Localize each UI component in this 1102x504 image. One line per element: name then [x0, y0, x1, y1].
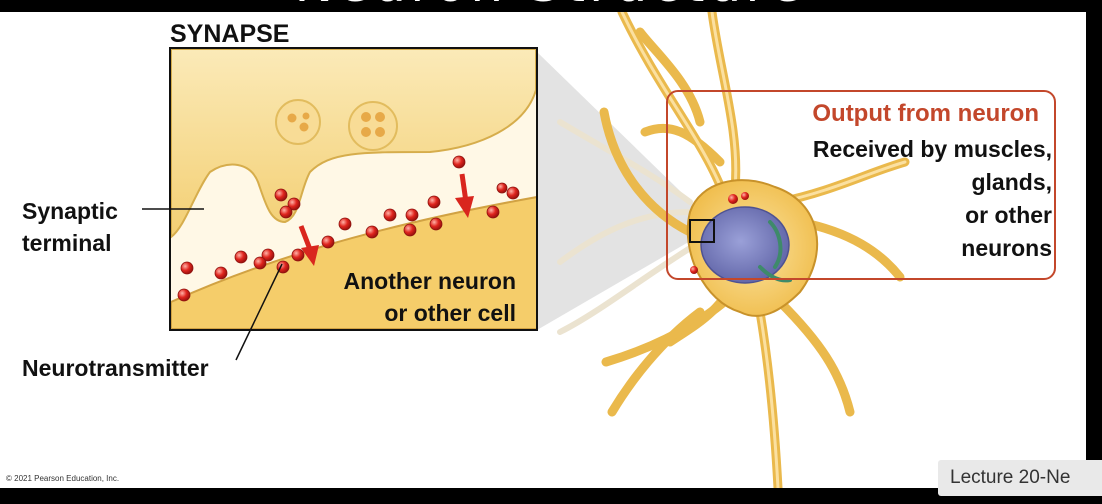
zoom-marker	[689, 219, 715, 243]
output-description: Received by muscles, glands, or other ne…	[813, 133, 1052, 265]
nucleus	[700, 206, 790, 284]
synapse-box	[169, 47, 538, 331]
output-line: neurons	[961, 235, 1052, 261]
neurotransmitter-leader	[235, 263, 283, 361]
synaptic-terminal	[171, 49, 536, 239]
diagram-panel: SYNAPSE Synaptic terminal Neurotransmitt…	[0, 12, 1086, 488]
faded-dendrites	[557, 119, 703, 335]
lecture-tag: Lecture 20-Ne	[938, 460, 1102, 496]
zoom-wedge	[537, 52, 712, 330]
postsynaptic-label-line2: or other cell	[384, 300, 516, 326]
output-line: glands,	[971, 169, 1052, 195]
output-line: Received by muscles,	[812, 136, 1052, 162]
copyright-notice: © 2021 Pearson Education, Inc.	[6, 474, 120, 483]
synaptic-terminal-label: Synaptic terminal	[22, 195, 118, 259]
output-callout-box	[666, 90, 1056, 280]
neuron	[599, 12, 910, 488]
release-arrows	[298, 173, 474, 266]
output-title: Output from neuron	[812, 100, 1039, 127]
postsynaptic-cell-label: Another neuron or other cell	[300, 265, 517, 329]
output-line: or other	[965, 202, 1052, 228]
synaptic-terminal-line2: terminal	[22, 230, 112, 256]
synapse-title: SYNAPSE	[170, 20, 290, 48]
synaptic-terminal-line1: Synaptic	[22, 198, 118, 224]
slide-title: Neuron Structure	[270, 0, 830, 14]
neurotransmitter-label: Neurotransmitter	[22, 355, 209, 381]
postsynaptic-label-line1: Another neuron	[343, 268, 517, 294]
neuron-diagram	[142, 12, 910, 488]
neurotransmitter-molecules	[177, 155, 520, 302]
